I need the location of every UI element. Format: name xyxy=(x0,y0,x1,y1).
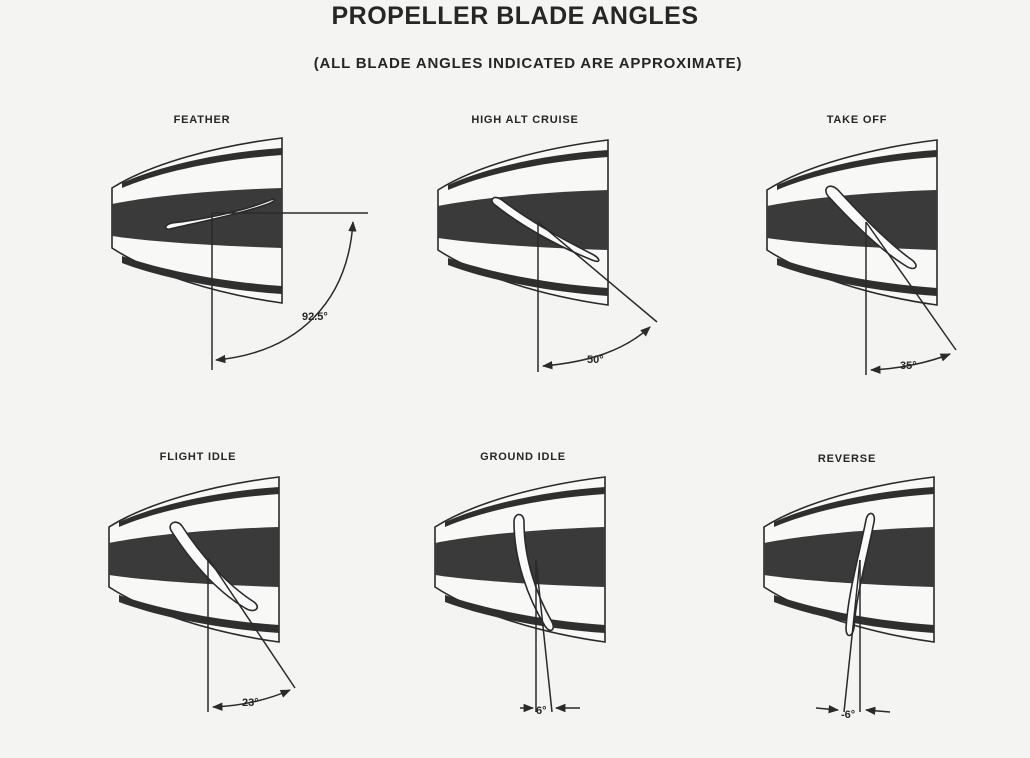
high-alt-cruise-angle: 50° xyxy=(587,354,604,366)
panel-label-feather: FEATHER xyxy=(173,114,231,126)
flight-idle-blade xyxy=(169,521,259,612)
panel-flight-idle: 23° xyxy=(108,476,296,712)
page-subtitle: (ALL BLADE ANGLES INDICATED ARE APPROXIM… xyxy=(313,55,743,72)
ground-idle-blade xyxy=(513,513,555,632)
panel-label-ground-idle: GROUND IDLE xyxy=(480,451,566,463)
panel-label-take-off: TAKE OFF xyxy=(826,114,888,126)
flight-idle-angle: 23° xyxy=(242,697,259,709)
panel-high-alt-cruise: 50° xyxy=(437,139,658,372)
panel-label-high-alt-cruise: HIGH ALT CRUISE xyxy=(471,114,579,126)
panel-reverse: -6° xyxy=(763,476,935,721)
reverse-angle: -6° xyxy=(841,709,855,721)
high-alt-cruise-blade xyxy=(491,196,600,263)
feather-blade xyxy=(164,198,276,230)
panel-label-reverse: REVERSE xyxy=(817,453,877,465)
feather-angle: 92.5° xyxy=(302,311,328,323)
panel-label-flight-idle: FLIGHT IDLE xyxy=(159,451,237,463)
panel-take-off: 35° xyxy=(766,139,957,375)
take-off-blade xyxy=(825,185,917,270)
take-off-angle: 35° xyxy=(900,360,917,372)
ground-idle-angle: 6° xyxy=(536,705,547,717)
panel-ground-idle: 6° xyxy=(434,476,606,717)
page-title: PROPELLER BLADE ANGLES xyxy=(331,2,699,30)
panel-feather: 92.5° xyxy=(111,137,368,370)
